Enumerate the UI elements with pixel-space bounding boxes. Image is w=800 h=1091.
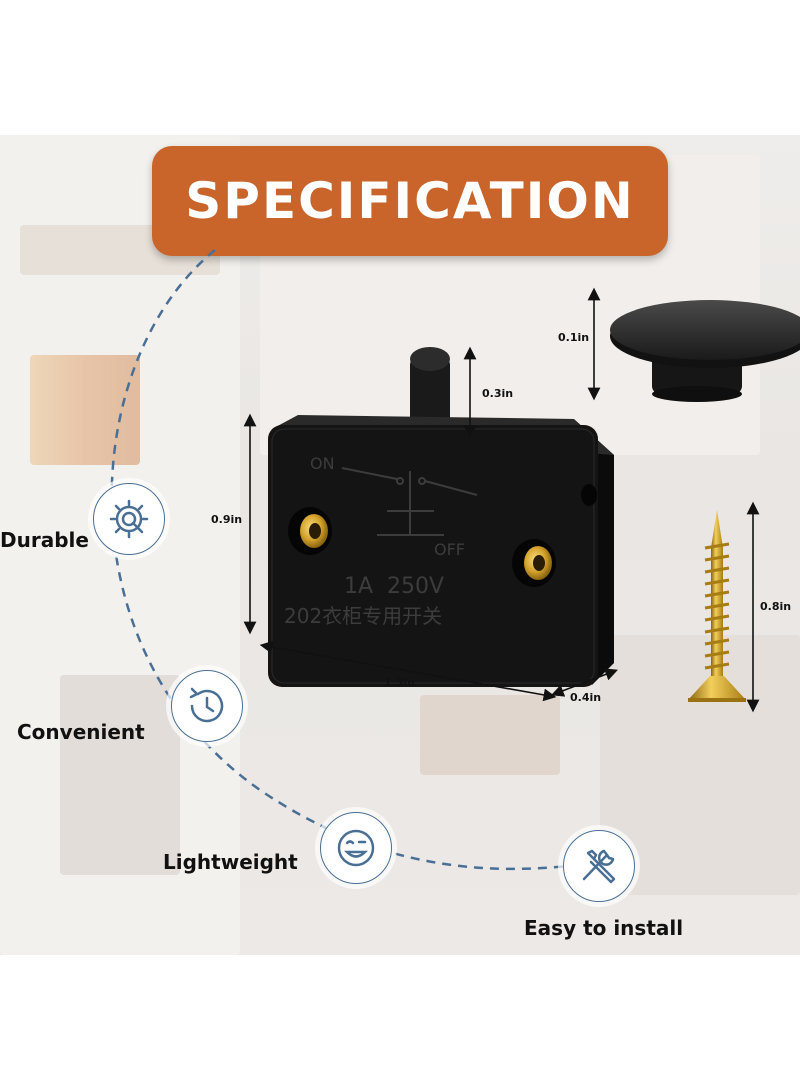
gear-magnifier-icon [109, 499, 149, 539]
switch-rating-text: 1A 250V [344, 574, 444, 599]
feature-label-lightweight: Lightweight [163, 850, 298, 874]
screw-image [688, 510, 746, 702]
switch-on-label: ON [310, 454, 335, 473]
durable-badge [93, 483, 165, 555]
page-title: SPECIFICATION [185, 172, 635, 230]
tools-icon [582, 849, 616, 884]
feature-label-convenient: Convenient [17, 720, 145, 744]
feature-label-durable: Durable [0, 528, 89, 552]
dim-body-depth: 0.4in [570, 691, 602, 704]
clock-refresh-icon [189, 687, 224, 723]
dim-screw: 0.8in [760, 600, 792, 613]
switch-off-label: OFF [434, 540, 465, 559]
dim-button-cap: 0.1in [558, 331, 590, 344]
switch-image: ON OFF 1A 250V 202衣柜专用开关 [268, 347, 614, 687]
install-badge [563, 830, 635, 902]
feature-label-install: Easy to install [524, 916, 684, 940]
switch-model-text: 202衣柜专用开关 [284, 604, 442, 628]
convenient-badge [171, 670, 243, 742]
smiley-wink-icon [337, 829, 375, 867]
dim-body-width: 1.3in [384, 676, 416, 689]
dim-plunger: 0.3in [482, 387, 514, 400]
title-banner: SPECIFICATION [152, 146, 668, 256]
button-cap-image [610, 300, 800, 402]
dim-body-height: 0.9in [211, 513, 243, 526]
lightweight-badge [320, 812, 392, 884]
